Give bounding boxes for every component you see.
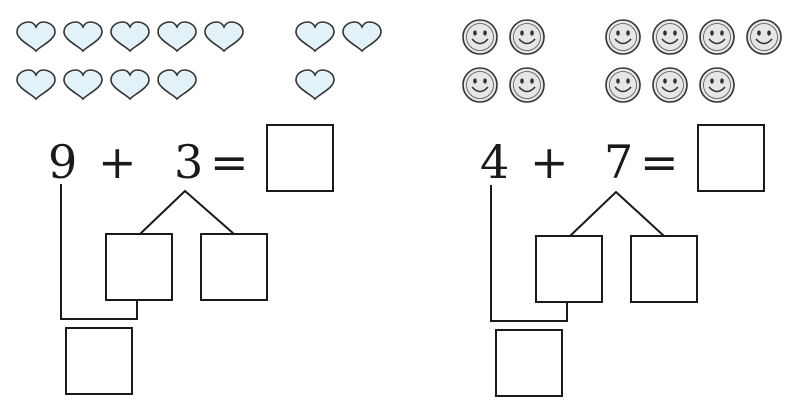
smiley-face-icon [652,67,688,103]
heart-icon [157,21,197,53]
smiley-face-icon [605,67,641,103]
split-box-1-right[interactable] [535,235,603,303]
smiley-face-icon [652,19,688,55]
problem-right: 4 + 7 = [480,124,765,397]
problem-left: 9 + 3 = [48,124,334,395]
split-lines-left [139,189,235,235]
heart-icon [157,69,197,101]
hearts-group [16,21,382,101]
addend-b-left: 3 [174,135,203,189]
addend-a-left: 9 [48,135,77,189]
split-box-2-left[interactable] [200,233,268,301]
heart-icon [295,69,335,101]
plus-sign-left: + [98,135,137,189]
heart-icon [16,21,56,53]
smiley-face-icon [462,19,498,55]
smiley-face-icon [699,19,735,55]
make-ten-connector-left [60,184,138,320]
answer-box-right[interactable] [697,124,765,192]
heart-icon [16,69,56,101]
heart-icon [110,21,150,53]
smiley-face-icon [509,67,545,103]
addend-b-right: 7 [604,135,633,189]
smiley-face-icon [509,19,545,55]
smiley-faces-group [462,19,782,103]
heart-icon [110,69,150,101]
smiley-face-icon [746,19,782,55]
split-box-1-left[interactable] [105,233,173,301]
heart-icon [63,21,103,53]
heart-icon [295,21,335,53]
answer-box-left[interactable] [266,124,334,192]
equals-sign-right: = [640,135,679,189]
make-ten-box-right[interactable] [495,329,563,397]
addend-a-right: 4 [480,135,509,189]
smiley-face-icon [462,67,498,103]
plus-sign-right: + [530,135,569,189]
heart-icon [342,21,382,53]
smiley-face-icon [699,67,735,103]
split-lines-right [569,190,665,237]
smiley-face-icon [605,19,641,55]
heart-icon [204,21,244,53]
heart-icon [63,69,103,101]
make-ten-connector-right [490,185,568,322]
make-ten-box-left[interactable] [65,327,133,395]
equals-sign-left: = [210,135,249,189]
split-box-2-right[interactable] [630,235,698,303]
